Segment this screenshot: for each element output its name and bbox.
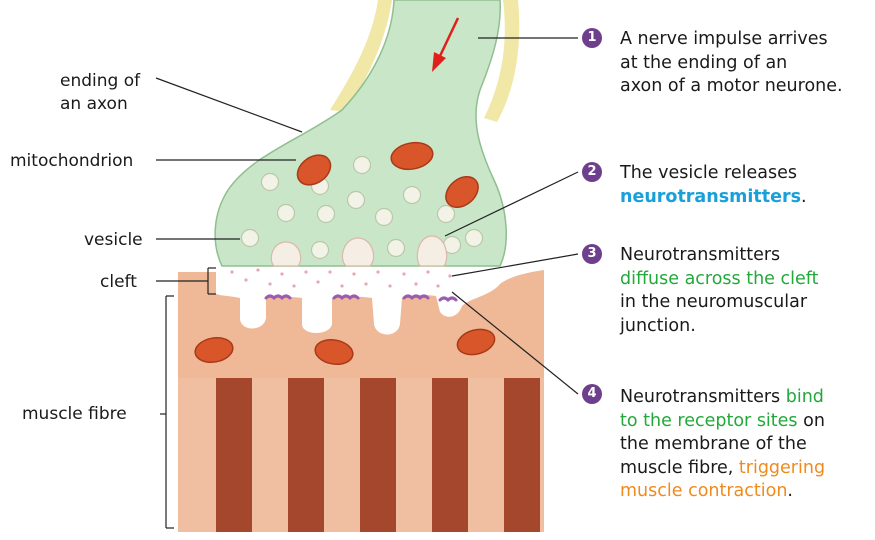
label-muscle-fibre: muscle fibre <box>22 404 127 424</box>
nerve-impulse-arrow <box>432 17 460 72</box>
myelin-sheath-right <box>484 0 520 122</box>
step-1-text: A nerve impulse arrives at the ending of … <box>620 28 843 99</box>
step-text-segment: triggering <box>738 457 826 478</box>
step-text-segment: in the neuromuscular <box>620 292 808 312</box>
step-line: junction. <box>620 315 818 339</box>
step-text-segment: diffuse across the cleft <box>620 268 819 289</box>
label-vesicle: vesicle <box>84 230 143 250</box>
step-2-badge: 2 <box>582 162 602 182</box>
releasing-vesicles <box>270 235 448 267</box>
myelin-sheath-left <box>330 0 392 112</box>
step-line: diffuse across the cleft <box>620 268 818 292</box>
step-line: muscle fibre, triggering <box>620 457 825 481</box>
step-text-segment: muscle fibre, <box>620 457 739 478</box>
label-cleft: cleft <box>100 272 137 292</box>
step-text-segment: The vesicle releases <box>620 163 797 183</box>
step-text-segment: A nerve impulse arrives <box>620 29 828 49</box>
step-line: The vesicle releases <box>620 162 807 186</box>
leader-lines <box>155 37 579 529</box>
step-1-badge: 1 <box>582 28 602 48</box>
step-text-segment: Neurotransmitters <box>620 245 781 265</box>
step-line: A nerve impulse arrives <box>620 28 843 52</box>
step-line: Neurotransmitters <box>620 244 818 268</box>
step-text-segment: at the ending of an <box>620 52 788 73</box>
muscle-mitochondria <box>194 328 496 366</box>
step-line: the membrane of the <box>620 433 825 457</box>
label-axon-ending-line1: ending of <box>60 71 141 91</box>
step-text-segment: to the receptor sites <box>620 410 798 431</box>
step-line: in the neuromuscular <box>620 291 818 315</box>
step-text-segment: axon of a motor neurone. <box>620 76 843 96</box>
step-text-segment: the membrane of the <box>620 434 807 454</box>
axon-mitochondria <box>296 141 479 209</box>
step-text-segment: . <box>787 481 793 501</box>
step-line: muscle contraction. <box>620 480 825 504</box>
step-3-text: Neurotransmitters diffuse across the clef… <box>620 244 818 338</box>
axon-terminal <box>214 0 507 267</box>
step-line: to the receptor sites on <box>620 410 825 434</box>
step-text-segment: junction. <box>620 315 696 336</box>
step-2-text: The vesicle releases neurotransmitters. <box>620 162 807 209</box>
synaptic-cleft <box>216 266 544 335</box>
step-text-segment: bind <box>785 387 824 407</box>
step-3-badge: 3 <box>582 244 602 264</box>
step-line: neurotransmitters. <box>620 186 807 210</box>
step-text-segment: neurotransmitters <box>620 186 801 207</box>
vesicles <box>240 155 484 260</box>
step-text-segment: on <box>797 410 825 431</box>
receptor-sites <box>264 294 458 303</box>
step-text-segment: muscle contraction <box>620 481 788 501</box>
muscle-stripes <box>178 378 544 532</box>
step-4-badge: 4 <box>582 384 602 404</box>
label-axon-ending-line2: an axon <box>60 94 128 114</box>
step-text-segment: Neurotransmitters <box>620 387 786 407</box>
step-line: at the ending of an <box>620 52 843 76</box>
step-line: axon of a motor neurone. <box>620 75 843 99</box>
step-line: Neurotransmitters bind <box>620 386 825 410</box>
label-mitochondrion: mitochondrion <box>10 151 134 171</box>
step-text-segment: . <box>801 186 807 207</box>
